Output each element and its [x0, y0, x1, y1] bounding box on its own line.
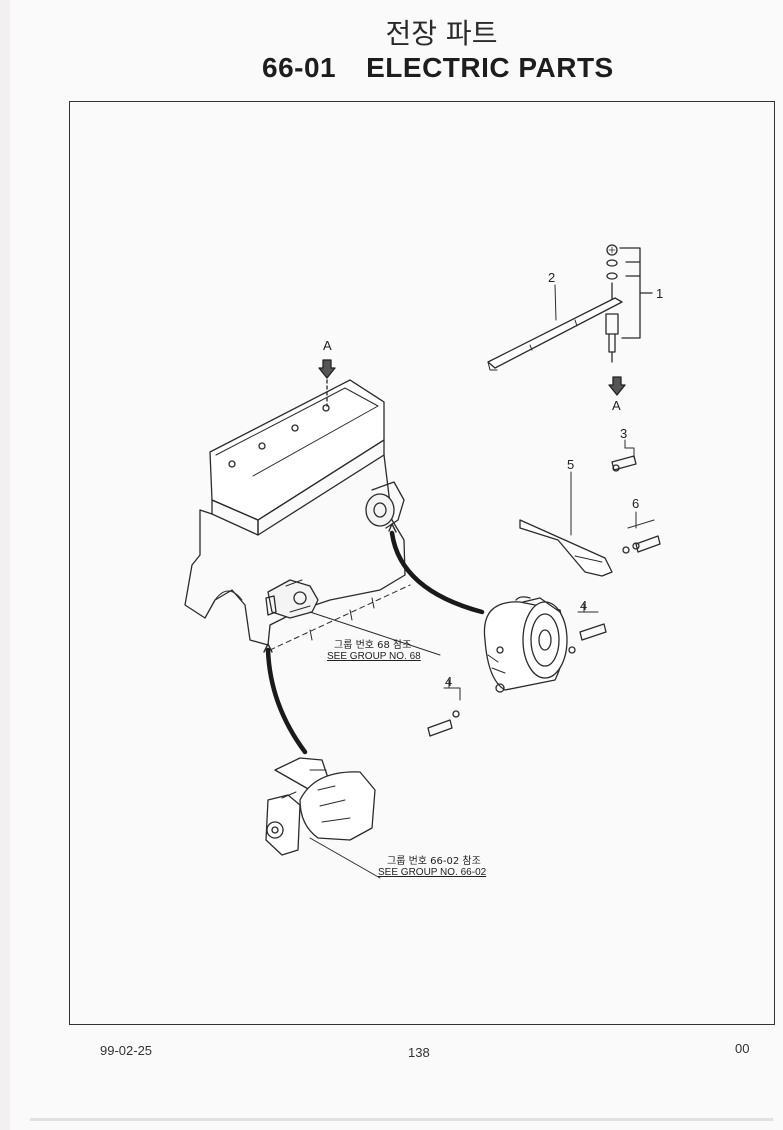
page-title: 66-01 ELECTRIC PARTS: [262, 52, 614, 84]
connector-arrows: [263, 523, 485, 755]
callout-4-upper: 4: [580, 598, 587, 613]
section-label-top: A: [323, 338, 332, 353]
bolt-6: [622, 511, 661, 554]
scan-edge: [30, 1118, 773, 1121]
callout-4-lower: 4: [445, 674, 452, 689]
alternator-reference-link[interactable]: SEE GROUP NO. 68: [327, 651, 421, 662]
callout-6: 6: [632, 496, 639, 511]
alternator-inset: [365, 481, 405, 529]
page-title-english: ELECTRIC PARTS: [366, 52, 614, 83]
section-label-bottom: A: [612, 398, 621, 413]
page-title-korean: 전장 파트: [385, 17, 498, 50]
footer-revision: 00: [735, 1041, 750, 1056]
footer-date: 99-02-25: [100, 1043, 153, 1058]
alternator: [483, 596, 568, 693]
section-arrows: [318, 359, 626, 407]
group-number: 66-01: [262, 52, 337, 83]
alternator-reference-korean: 그룹 번호 68 참조: [334, 640, 412, 651]
footer-page-number: 138: [408, 1045, 430, 1060]
glow-plug-assembly: [605, 244, 653, 363]
bolt-4-upper: [568, 603, 607, 654]
starter-motor-inset: [265, 579, 319, 619]
engine-block: [184, 379, 411, 651]
starter-motor: [265, 757, 376, 856]
starter-reference-korean: 그룹 번호 66-02 참조: [387, 856, 481, 867]
callout-2: 2: [548, 270, 555, 285]
bolt-3: [611, 439, 637, 472]
page-edge: [0, 0, 10, 1130]
callout-1: 1: [656, 286, 663, 301]
starter-reference-link[interactable]: SEE GROUP NO. 66-02: [378, 867, 487, 878]
callout-3: 3: [620, 426, 627, 441]
glow-plug-connector-plate: [487, 284, 623, 371]
diagram-frame: [69, 101, 775, 1025]
reference-leaders: [309, 611, 441, 879]
callout-5: 5: [567, 457, 574, 472]
alternator-bracket: [519, 471, 613, 577]
bolt-4-lower: [427, 679, 461, 737]
